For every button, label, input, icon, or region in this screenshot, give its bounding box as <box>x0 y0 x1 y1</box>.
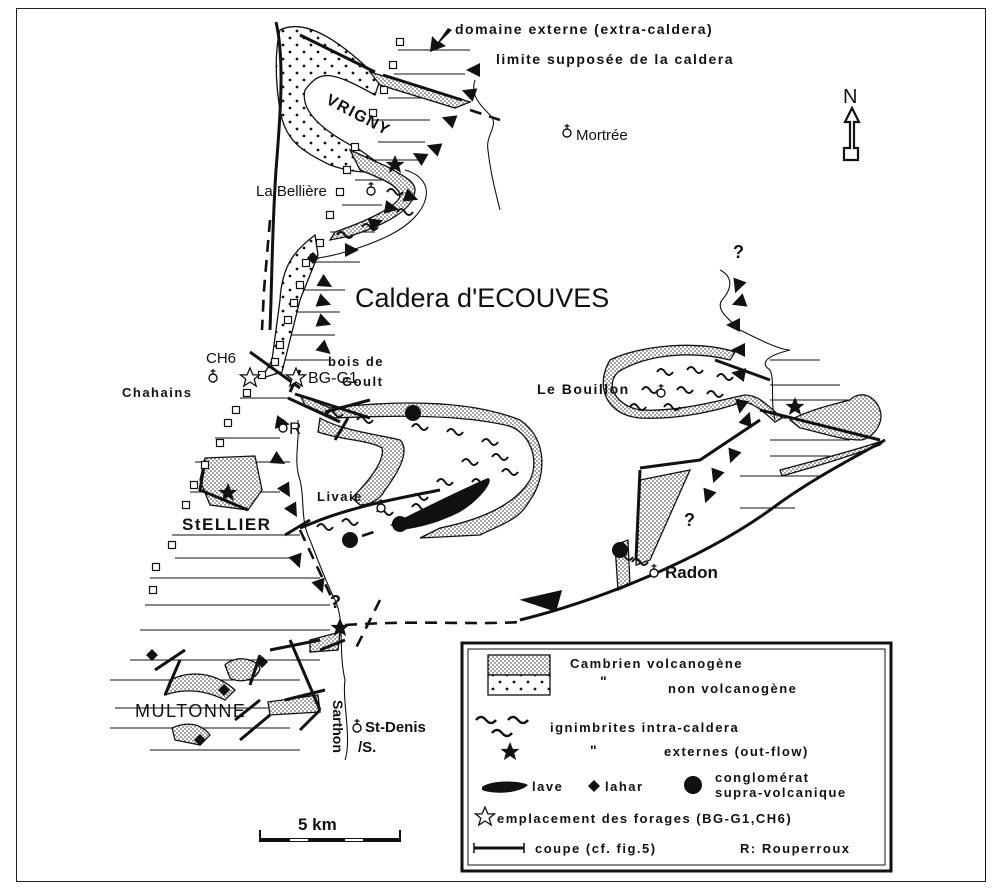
legend-item-conglomerat: conglomérat supra-volcanique <box>684 770 847 800</box>
unit-central-inner-stipple <box>317 416 405 506</box>
unit-volcanogenic-vrigny-south <box>328 148 416 241</box>
unit-volcanogenic-bouillon-east <box>788 394 882 441</box>
label-external-domain: domaine externe (extra-caldera) <box>455 21 713 37</box>
legend-ditto: " <box>600 673 607 689</box>
label-sarthon: Sarthon <box>330 700 346 753</box>
label-st-denis-sur: /S. <box>358 739 376 756</box>
legend-item-lahar: lahar <box>588 779 644 794</box>
wavy-lines-icon <box>475 715 529 738</box>
label-radon: Radon <box>665 563 718 582</box>
legend-item-non-volcanogene: " non volcanogène <box>487 673 797 696</box>
scale-bar: 5 km <box>259 815 401 842</box>
north-label: N <box>843 86 857 108</box>
north-arrow-icon <box>842 105 861 162</box>
external-domain-arrow <box>430 28 452 52</box>
label-multonne: MULTONNE <box>135 701 246 721</box>
unit-vrigny-outer-line <box>317 169 427 259</box>
label-st-ellier: StELLIER <box>182 515 271 534</box>
rivers <box>296 79 791 761</box>
unit-volcanogenic-multonne-b <box>224 658 261 682</box>
lava-icon <box>482 781 528 793</box>
unit-volcanogenic-multonne-d <box>171 723 211 746</box>
unit-volcanogenic-sarthon-wedge <box>309 631 341 653</box>
legend-abbreviation: R: Rouperroux <box>740 841 851 856</box>
legend-item-cambrien-volcanogene: Cambrien volcanogène <box>487 654 743 676</box>
label-le-bouillon: Le Bouillon <box>537 381 630 397</box>
label-ch6: CH6 <box>206 350 236 367</box>
legend-label: coupe (cf. fig.5) <box>535 841 657 856</box>
legend-item-externes: " externes (out-flow) <box>500 742 809 761</box>
legend-label: conglomérat <box>715 770 810 785</box>
legend-label-line2: supra-volcanique <box>715 785 847 800</box>
label-rouperroux: R <box>289 419 301 438</box>
legend-item-lave: lave <box>482 779 563 794</box>
legend-label: non volcanogène <box>668 681 797 696</box>
faults <box>154 21 886 742</box>
legend: Cambrien volcanogène " non volcanogène i… <box>460 641 893 873</box>
conglomerate-circles <box>342 405 628 558</box>
north-arrow: N <box>842 86 861 162</box>
unit-volcanogenic-multonne-a <box>163 673 236 701</box>
label-st-denis: St-Denis <box>365 719 426 736</box>
legend-item-forages: emplacement des forages (BG-G1,CH6) <box>474 806 792 826</box>
legend-item-coupe: coupe (cf. fig.5) <box>473 841 657 856</box>
label-livaie: Livaie <box>317 489 363 504</box>
filled-circle-icon <box>684 776 702 794</box>
label-goult: Goult <box>342 374 383 389</box>
question-mark-northeast: ? <box>733 242 744 262</box>
dots-swatch-icon <box>487 674 551 696</box>
label-bg-g1: BG-G1 <box>308 370 358 387</box>
scale-bar-label: 5 km <box>298 815 337 834</box>
label-caldera-limit: limite supposée de la caldera <box>496 51 734 67</box>
label-la-belliere: La Bellière <box>256 183 327 200</box>
map-title: Caldera d'ECOUVES <box>355 283 609 313</box>
unit-volcanogenic-central-outer <box>298 393 543 539</box>
legend-ditto: " <box>590 742 597 758</box>
lava-body <box>390 478 490 530</box>
map-frame <box>16 8 986 882</box>
label-mortree: Mortrée <box>576 127 628 144</box>
stipple-swatch-icon <box>487 654 551 676</box>
question-mark-south: ? <box>330 592 341 612</box>
unit-volcanogenic-bouillon <box>602 344 784 423</box>
legend-label: externes (out-flow) <box>664 744 809 759</box>
unit-volcanogenic-southeast-strip <box>779 439 886 477</box>
legend-label: lahar <box>605 779 644 794</box>
legend-label: emplacement des forages (BG-G1,CH6) <box>497 811 792 826</box>
section-line-icon <box>473 843 525 853</box>
legend-label: Cambrien volcanogène <box>570 656 743 671</box>
label-bois-de: bois de <box>328 354 384 369</box>
legend-label: lave <box>532 779 563 794</box>
legend-label: ignimbrites intra-caldera <box>550 720 739 735</box>
question-mark-radon: ? <box>684 510 695 530</box>
label-vrigny: VRIGNY <box>323 92 393 140</box>
unit-volcanogenic-radon <box>635 469 692 566</box>
label-chahains: Chahains <box>122 385 193 400</box>
legend-item-ignimbrites-intra: ignimbrites intra-caldera <box>475 715 739 738</box>
